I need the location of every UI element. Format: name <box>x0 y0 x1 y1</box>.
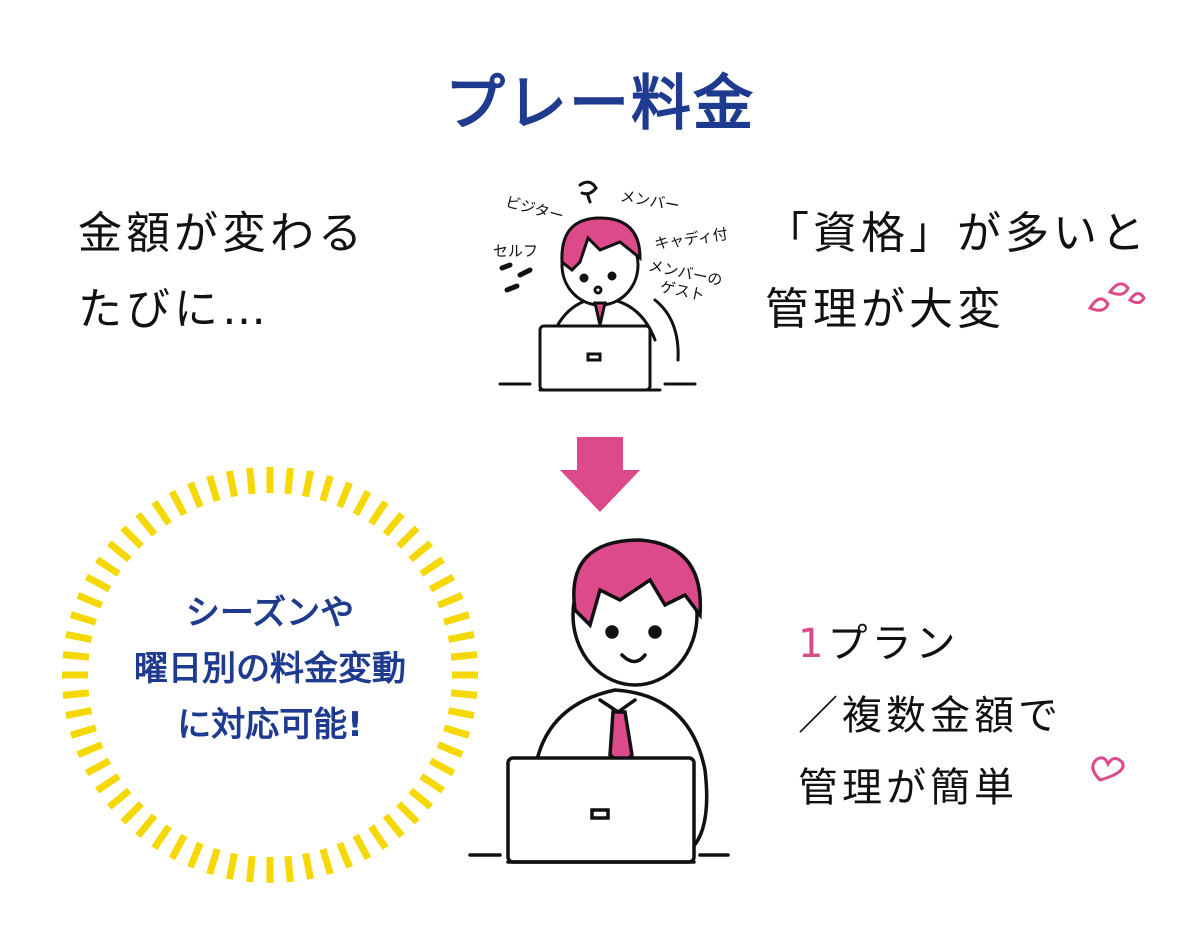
after-caption: 1プラン ／複数金額で 管理が簡単 <box>798 608 1062 824</box>
sunburst-ray <box>69 611 97 626</box>
sunburst-ray <box>106 540 132 563</box>
sunburst-ray <box>225 470 238 498</box>
sunburst-ray <box>428 573 456 593</box>
sunburst-ray <box>65 630 93 643</box>
sunburst-ray <box>447 630 475 643</box>
sunburst-ray <box>120 525 144 549</box>
caption-line: 管理が簡単 <box>798 765 1018 811</box>
sunburst-ray <box>206 848 221 876</box>
sunburst-ray <box>428 757 456 777</box>
sweat-drops-icon <box>1087 282 1146 312</box>
sunburst-ray <box>382 813 405 839</box>
sunburst-ray <box>447 707 475 720</box>
sunburst-ray <box>419 773 445 794</box>
sunburst-ray <box>95 773 121 794</box>
sunburst-ray <box>187 481 204 509</box>
sunburst-ray <box>69 724 97 739</box>
sunburst-ray <box>151 500 172 526</box>
sunburst-ray <box>168 833 188 861</box>
caption-line: 管理が大変 <box>765 284 1005 335</box>
sunburst-ray <box>319 474 334 502</box>
sunburst-ray <box>84 757 112 777</box>
sunburst-ray <box>396 525 420 549</box>
sunburst-ray <box>95 556 121 577</box>
down-arrow-icon <box>560 437 640 512</box>
sunburst-ray <box>62 689 90 699</box>
heart-icon <box>1091 756 1125 782</box>
happy-person-illustration <box>468 538 730 864</box>
before-left-caption: 金額が変わる たびに… <box>78 196 366 348</box>
sunburst-ray <box>436 741 464 758</box>
caption-line: 金額が変わる <box>78 208 366 259</box>
sunburst-ray <box>302 470 315 498</box>
burst-line: に対応可能! <box>177 705 363 745</box>
sunburst-ray <box>336 481 353 509</box>
worried-person-illustration <box>498 180 697 392</box>
sunburst-ray <box>352 833 372 861</box>
sunburst-ray <box>246 855 256 883</box>
sunburst-ray <box>336 841 353 869</box>
sunburst-ray <box>76 741 104 758</box>
sunburst-ray <box>168 489 188 517</box>
highlight-number: 1 <box>798 621 828 667</box>
sunburst-ray <box>284 855 294 883</box>
sunburst-ray <box>352 489 372 517</box>
sunburst-ray <box>319 848 334 876</box>
page-title: プレー料金 <box>445 69 755 139</box>
caption-line: ／複数金額で <box>798 693 1062 739</box>
sunburst-ray <box>368 824 389 850</box>
sunburst-ray <box>302 852 315 880</box>
sunburst-ray <box>76 592 104 609</box>
sunburst-ray <box>436 592 464 609</box>
burst-line: シーズンや <box>185 593 355 633</box>
sunburst-ray <box>65 707 93 720</box>
sunburst-ray <box>187 841 204 869</box>
sunburst-ray <box>62 651 90 661</box>
caption-line: たびに… <box>78 284 270 335</box>
sunburst-ray <box>225 852 238 880</box>
sunburst-ray <box>135 813 158 839</box>
sunburst-ray <box>408 787 434 810</box>
before-right-caption: 「資格」が多いと 管理が大変 <box>765 196 1149 348</box>
sunburst-ray <box>450 689 478 699</box>
sunburst-ray <box>443 724 471 739</box>
sunburst-decoration <box>62 467 478 883</box>
sunburst-ray <box>246 467 256 495</box>
sunburst-ray <box>151 824 172 850</box>
sunburst-ray <box>206 474 221 502</box>
sunburst-ray <box>408 540 434 563</box>
sunburst-ray <box>135 511 158 537</box>
burst-line: 曜日別の料金変動 <box>134 649 406 689</box>
sunburst-ray <box>106 787 132 810</box>
sunburst-ray <box>450 651 478 661</box>
sunburst-ray <box>368 500 389 526</box>
burst-caption: シーズンや 曜日別の料金変動 に対応可能! <box>70 585 470 753</box>
caption-line: 「資格」が多いと <box>765 208 1149 259</box>
label-self: セルフ <box>493 242 539 260</box>
sunburst-ray <box>396 801 420 825</box>
sunburst-ray <box>284 467 294 495</box>
caption-line: プラン <box>827 621 960 667</box>
sunburst-ray <box>443 611 471 626</box>
sunburst-ray <box>84 573 112 593</box>
sunburst-ray <box>120 801 144 825</box>
sunburst-ray <box>382 511 405 537</box>
sunburst-ray <box>419 556 445 577</box>
